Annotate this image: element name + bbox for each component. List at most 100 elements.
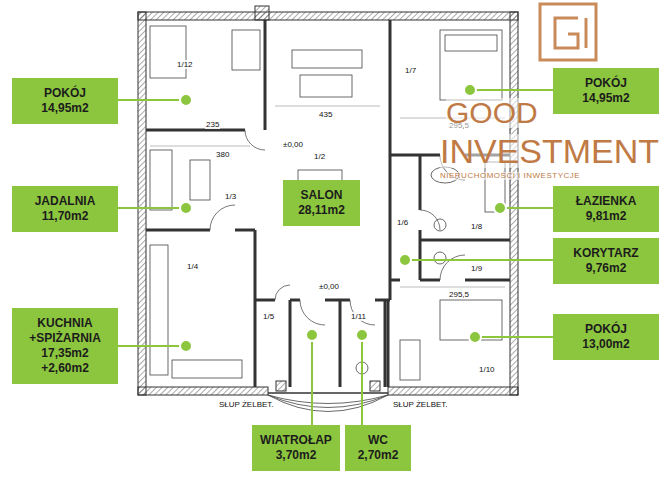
plan-shape (356, 329, 368, 341)
room-area: 9,81m2 (559, 209, 653, 224)
level-mark: ±0,00 (282, 140, 304, 149)
plan-shape (506, 207, 553, 209)
plan-shape (464, 84, 476, 96)
plan-shape (275, 285, 290, 300)
plan-shape (370, 381, 380, 391)
plan-shape (585, 18, 588, 48)
plan-shape (361, 341, 363, 425)
room-callout: KUCHNIA +SPIŻARNIA17,35m2 +2,60m2 (12, 308, 118, 384)
plan-shape (555, 18, 578, 48)
plan-shape (420, 279, 440, 282)
logo-mark (540, 4, 596, 60)
room-callout: ŁAZIENKA9,81m2 (553, 186, 659, 232)
room-area: 2,70m2 (351, 448, 405, 463)
plan-shape (390, 154, 440, 157)
plan-shape (118, 207, 180, 209)
dimension: 435 (318, 110, 333, 119)
room-number: 1/7 (404, 66, 417, 75)
columns (276, 381, 380, 391)
plan-shape (245, 130, 265, 150)
dimension: 380 (215, 150, 230, 159)
plan-shape (469, 331, 481, 343)
plan-shape (384, 300, 387, 387)
plan-shape (420, 239, 510, 242)
room-number: 1/8 (470, 222, 483, 231)
room-number: 1/6 (396, 218, 409, 227)
plan-shape (150, 26, 186, 78)
plan-shape (476, 89, 553, 91)
plan-shape (494, 202, 506, 214)
room-callout: WC2,70m2 (345, 425, 411, 471)
plan-shape (350, 300, 375, 325)
room-number: 1/11 (350, 312, 367, 321)
plan-shape (389, 20, 392, 300)
room-number: 1/4 (186, 262, 199, 271)
plan-shape (118, 345, 180, 347)
plan-shape (254, 230, 257, 387)
plan-shape (268, 395, 388, 404)
plan-shape (390, 279, 400, 282)
room-area: 9,76m2 (559, 261, 653, 276)
plan-shape (289, 300, 292, 387)
level-mark: ±0,00 (318, 282, 340, 291)
outer-walls (138, 6, 518, 395)
plan-shape (146, 229, 210, 232)
entrance-line (268, 392, 388, 394)
room-callout: POKÓJ13,00m2 (553, 314, 659, 360)
plan-shape (339, 300, 342, 387)
plan-shape (434, 252, 446, 264)
column-note: SŁUP ŻELBET. (392, 400, 449, 409)
plan-shape (180, 202, 192, 214)
inner-walls (146, 20, 510, 387)
room-callout: WIATROŁAP3,70m2 (252, 425, 340, 471)
room-callout: KORYTARZ9,76m2 (553, 238, 659, 284)
room-area: 14,95m2 (559, 91, 653, 106)
entrance-steps (268, 395, 388, 412)
watermark: INVESTMENT (440, 134, 659, 168)
plan-shape (235, 229, 255, 232)
room-callout: JADALNIA11,70m2 (12, 186, 118, 232)
plan-shape (481, 336, 553, 338)
room-name: WIATROŁAP (258, 433, 334, 448)
room-callout: POKÓJ14,95m2 (553, 68, 659, 114)
plan-shape (387, 300, 390, 387)
plan-shape (445, 35, 497, 51)
plan-shape (411, 259, 553, 261)
column-note: SŁUP ŻELBET. (218, 400, 275, 409)
room-area: 14,95m2 (18, 101, 112, 116)
room-name: ŁAZIENKA (559, 194, 653, 209)
plan-shape (190, 160, 210, 200)
plan-shape (311, 341, 313, 425)
plan-shape (306, 329, 318, 341)
room-area: 3,70m2 (258, 448, 334, 463)
plan-shape (440, 255, 465, 280)
plan-shape (400, 340, 420, 380)
room-area: 13,00m2 (559, 337, 653, 352)
room-number: 1/10 (478, 365, 496, 374)
room-name: KUCHNIA +SPIŻARNIA (18, 316, 112, 346)
plan-shape (276, 381, 286, 391)
plan-shape (232, 30, 260, 70)
room-name: POKÓJ (559, 322, 653, 337)
plan-shape (419, 155, 422, 210)
dimension: 295,5 (448, 290, 470, 299)
room-callout: SALON28,11m2 (283, 180, 360, 226)
plan-shape (138, 387, 268, 395)
plan-shape (180, 340, 192, 352)
plan-shape (325, 299, 350, 302)
plan-shape (268, 395, 388, 408)
furniture (150, 26, 505, 380)
plan-shape (292, 50, 362, 68)
plan-shape (400, 287, 505, 288)
plan-shape (399, 254, 411, 266)
room-number: 1/9 (470, 264, 483, 273)
plan-shape (540, 4, 596, 60)
room-name: SALON (289, 188, 354, 203)
plan-shape (255, 6, 269, 20)
plan-shape (268, 395, 388, 412)
room-name: POKÓJ (18, 86, 112, 101)
room-name: KORYTARZ (559, 246, 653, 261)
room-area: 17,35m2 +2,60m2 (18, 346, 112, 376)
room-area: 11,70m2 (18, 209, 112, 224)
plan-shape (150, 146, 250, 147)
